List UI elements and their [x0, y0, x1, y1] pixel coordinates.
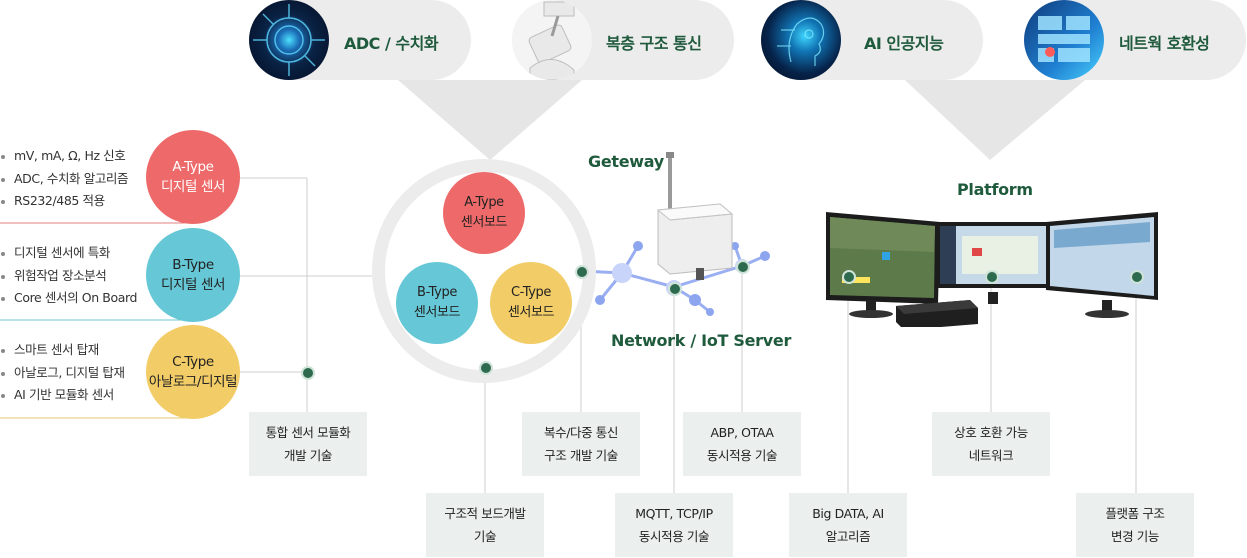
sensor-b-circle: B-Type 디지털 센서: [146, 228, 240, 322]
connector-dot: [668, 282, 682, 296]
sensor-name: 디지털 센서: [161, 179, 225, 195]
ai-brain-icon: [761, 0, 841, 80]
gateway-device-icon: [656, 152, 734, 280]
list-item: 아날로그, 디지털 탑재: [0, 362, 125, 385]
board-name: 센서보드: [460, 215, 508, 230]
sensor-b-bullets: 디지털 센서에 특화 위험작업 장소분석 Core 센서의 On Board: [0, 242, 137, 310]
top-right-triangle: [905, 80, 1085, 160]
sensor-type: C-Type: [172, 354, 214, 370]
board-b-circle: B-Type 센서보드: [396, 262, 478, 344]
circuit-chip-icon: [249, 0, 329, 80]
board-type: A-Type: [464, 195, 504, 210]
connector-dot: [301, 366, 315, 380]
list-item: Core 센서의 On Board: [0, 287, 137, 310]
board-type: C-Type: [510, 285, 552, 300]
antenna-device-icon: [512, 0, 592, 80]
board-type: B-Type: [417, 285, 457, 300]
connector-dot: [575, 265, 589, 279]
sensor-type: A-Type: [172, 159, 214, 175]
network-label: Network / IoT Server: [611, 331, 792, 350]
connector-dot: [1130, 270, 1144, 284]
sensor-a-circle: A-Type 디지털 센서: [146, 130, 240, 224]
list-item: 위험작업 장소분석: [0, 265, 137, 288]
board-name: 센서보드: [507, 305, 555, 320]
pill-label-comm: 복층 구조 통신: [606, 34, 702, 53]
list-item: AI 기반 모듈화 센서: [0, 384, 125, 407]
pill-label-network: 네트웍 호환성: [1119, 34, 1210, 53]
sensor-c-bullets: 스마트 센서 탑재 아날로그, 디지털 탑재 AI 기반 모듈화 센서: [0, 339, 125, 407]
board-c-circle: C-Type 센서보드: [490, 262, 572, 344]
platform-label: Platform: [957, 180, 1033, 199]
network-dashboard-icon: [1024, 0, 1104, 80]
sensor-name: 아날로그/디지털: [148, 374, 238, 390]
list-item: mV, mA, Ω, Hz 신호: [0, 145, 128, 168]
list-item: ADC, 수치화 알고리즘: [0, 168, 129, 191]
sensor-name: 디지털 센서: [161, 277, 225, 293]
list-item: 스마트 센서 탑재: [0, 339, 125, 362]
board-a-circle: A-Type 센서보드: [443, 172, 525, 254]
connector-dot: [479, 361, 493, 375]
board-name: 센서보드: [413, 305, 461, 320]
pill-label-adc: ADC / 수치화: [344, 34, 439, 53]
connector-dot: [842, 270, 856, 284]
list-item: RS232/485 적용: [0, 190, 128, 213]
list-item: 디지털 센서에 특화: [0, 242, 137, 265]
connector-dot: [985, 270, 999, 284]
top-left-triangle: [398, 80, 582, 160]
connector-dot: [736, 260, 750, 274]
sensor-type: B-Type: [172, 257, 214, 273]
gateway-label: Geteway: [588, 152, 664, 171]
sensor-a-bullets: mV, mA, Ω, Hz 신호 ADC, 수치화 알고리즘 RS232/485…: [0, 145, 129, 213]
pill-label-ai: AI 인공지능: [864, 34, 944, 53]
sensor-c-circle: C-Type 아날로그/디지털: [146, 325, 240, 419]
